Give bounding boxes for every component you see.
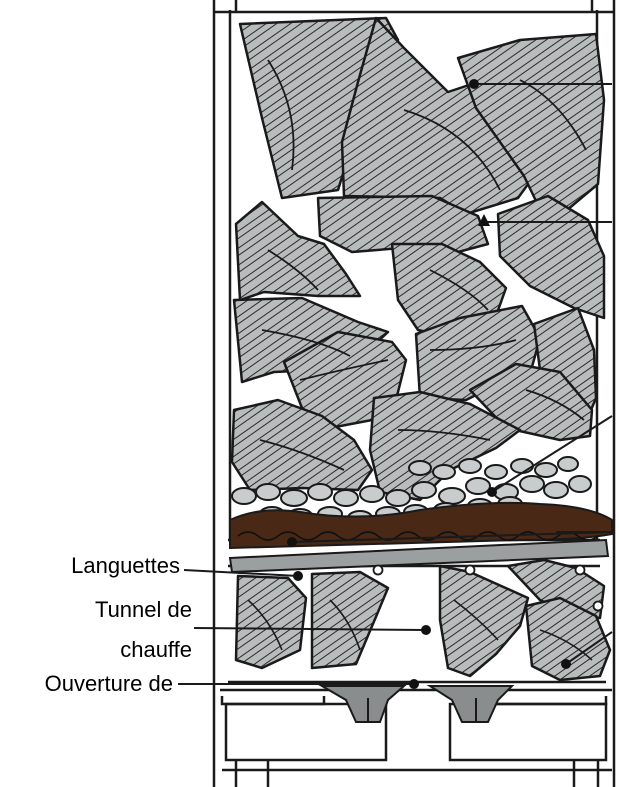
leader-dot-icon xyxy=(469,79,479,89)
leader-dot-icon xyxy=(293,571,303,581)
leader-dot-icon xyxy=(287,537,297,547)
label-tunnel-de-chauffe-line2: chauffe xyxy=(40,637,192,663)
air-hole-icon xyxy=(374,566,383,575)
log-piece xyxy=(236,576,306,668)
air-hole-icon xyxy=(466,566,475,575)
log-piece xyxy=(312,572,388,668)
air-intake-funnels xyxy=(322,686,512,722)
label-ouverture: Ouverture de xyxy=(0,671,173,697)
leader-dot-icon xyxy=(421,625,431,635)
leader-dot-icon xyxy=(487,487,497,497)
stove-base xyxy=(220,682,612,787)
air-hole-icon xyxy=(576,566,585,575)
label-languettes: Languettes xyxy=(28,553,180,579)
air-hole-icon xyxy=(594,602,603,611)
upper-log-stack xyxy=(232,18,604,500)
leader-dot-icon xyxy=(561,659,571,669)
label-tunnel-de-chauffe-line1: Tunnel de xyxy=(40,597,192,623)
leader-dot-icon xyxy=(409,679,419,689)
lower-log-chamber xyxy=(236,560,610,680)
log-piece xyxy=(498,196,604,318)
log-piece xyxy=(440,566,528,676)
